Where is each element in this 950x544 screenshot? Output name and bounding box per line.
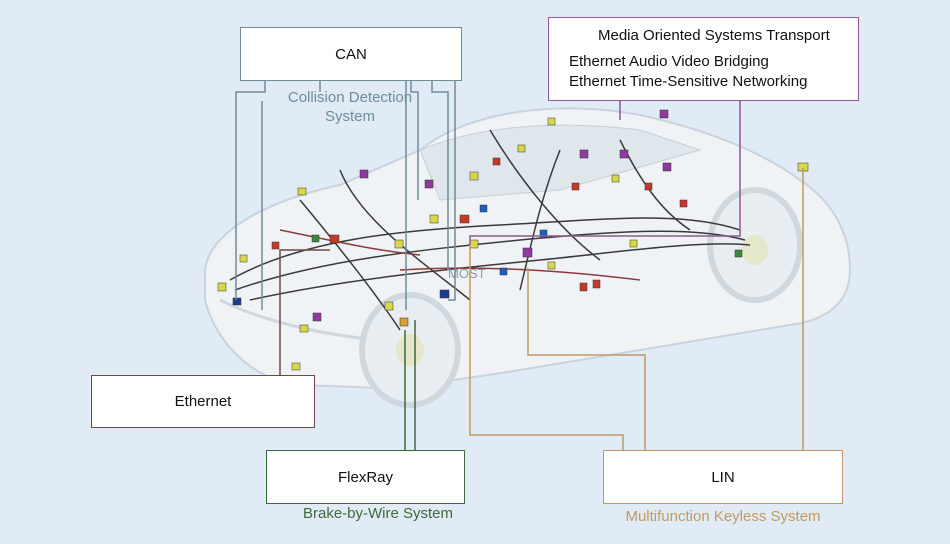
flexray-label: FlexRay [337,468,393,486]
lin-box: LIN [603,450,843,504]
ethernet-avb-label: Ethernet Audio Video Bridging [569,53,769,70]
ecu-connectors [217,109,809,371]
can-connectors [235,81,456,310]
front-wheel [359,292,461,408]
most-box: Media Oriented Systems Transport Etherne… [548,17,859,101]
rear-wheel [707,187,803,303]
most-connectors [469,101,741,245]
lin-label: LIN [711,468,735,486]
ethernet-connectors [279,249,330,375]
can-label: CAN [335,45,367,63]
ethernet-box: Ethernet [91,375,315,428]
ethernet-label: Ethernet [174,393,232,410]
collision-detection-caption: Collision Detection System [262,88,438,126]
can-subtitle-line2: System [324,108,375,125]
brake-by-wire-caption: Brake-by-Wire System [303,505,454,522]
ethernet-tsn-label: Ethernet Time-Sensitive Networking [569,73,808,90]
flexray-connectors [404,320,416,450]
most-label: Media Oriented Systems Transport [598,27,830,44]
keyless-system-caption: Multifunction Keyless System [625,508,821,525]
can-bus-box: CAN [240,27,462,81]
can-subtitle-line1: Collision Detection [287,89,413,106]
wiring-harness [229,129,751,331]
most-watermark-label: MOST [448,266,486,281]
flexray-box: FlexRay [266,450,465,504]
lin-connectors [469,168,804,450]
